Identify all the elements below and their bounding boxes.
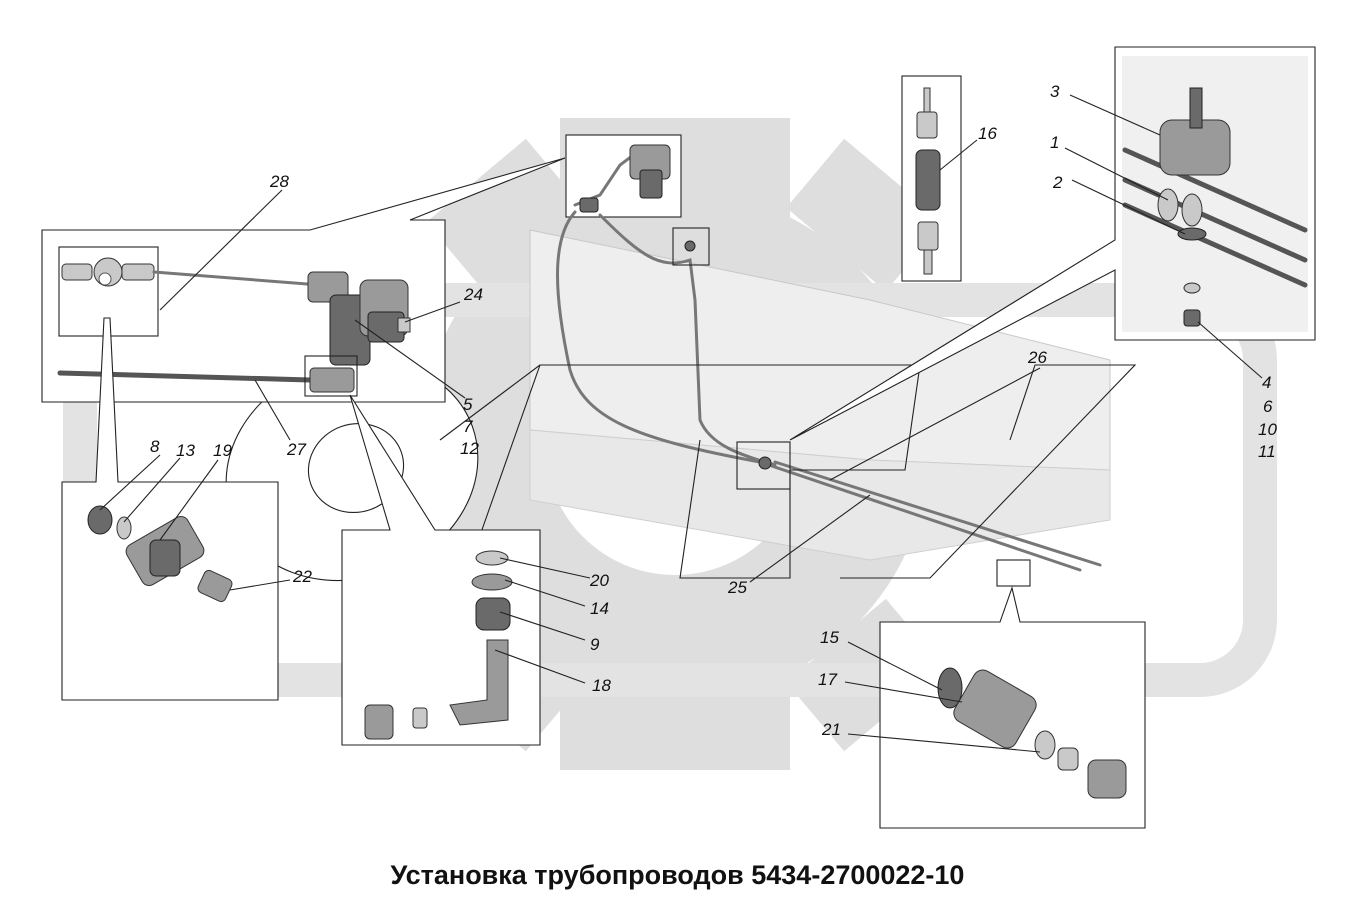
callout-5: 5 (463, 395, 473, 414)
callout-9: 9 (590, 635, 600, 654)
callout-14: 14 (590, 599, 609, 618)
callout-22: 22 (292, 567, 312, 586)
diagram-title: Установка трубопроводов 5434-2700022-10 (390, 860, 965, 890)
callout-27: 27 (286, 440, 306, 459)
callout-7: 7 (463, 417, 473, 436)
callout-12: 12 (460, 439, 479, 458)
frame-section-outline (439, 364, 1137, 579)
callout-13: 13 (176, 441, 195, 460)
callout-1: 1 (1050, 133, 1059, 152)
marker-16 (672, 227, 710, 266)
callout-26: 26 (1027, 348, 1047, 367)
callout-11: 11 (1258, 442, 1276, 461)
callout-18: 18 (592, 676, 611, 695)
callout-15: 15 (820, 628, 839, 647)
brake-pipes (556, 210, 1102, 587)
leader-lines (99, 94, 1263, 753)
callout-labels: 28 24 5 7 12 27 8 13 19 22 16 3 1 2 4 6 … (150, 82, 1277, 739)
detail-box-elbow (341, 394, 541, 746)
marker-15 (996, 559, 1031, 587)
callout-28: 28 (269, 172, 289, 191)
callout-24: 24 (463, 285, 483, 304)
callout-3: 3 (1050, 82, 1060, 101)
callout-4: 4 (1262, 373, 1271, 392)
detail-box-connector (879, 586, 1146, 829)
callout-2: 2 (1052, 173, 1063, 192)
callout-19: 19 (213, 441, 232, 460)
callout-8: 8 (150, 437, 160, 456)
detail-box-16 (901, 75, 962, 282)
frame-rail (529, 229, 1111, 561)
callout-10: 10 (1258, 420, 1277, 439)
detail-box-fitting (61, 317, 279, 701)
detail-box-top-valve (565, 134, 682, 218)
callout-21: 21 (821, 720, 841, 739)
callout-16: 16 (978, 124, 997, 143)
callout-6: 6 (1263, 397, 1273, 416)
callout-20: 20 (589, 571, 609, 590)
callout-25: 25 (727, 578, 747, 597)
marker-26 (736, 441, 791, 490)
callout-17: 17 (818, 670, 837, 689)
